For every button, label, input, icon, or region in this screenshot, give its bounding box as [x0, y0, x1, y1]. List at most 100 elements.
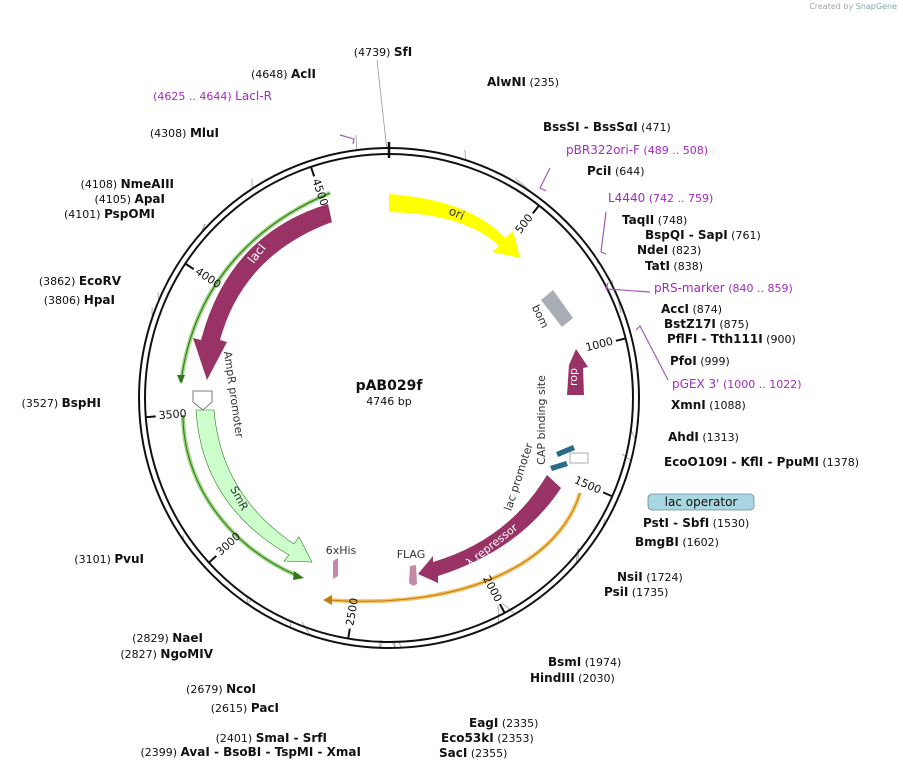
tick-mark	[615, 337, 626, 342]
site-label: (2679) NcoI	[186, 682, 256, 696]
6xhis-label: 6xHis	[326, 544, 357, 557]
site-leader-line	[497, 604, 500, 623]
site-leader-line	[575, 547, 579, 565]
tick-label: 4000	[193, 265, 224, 291]
flag-label: FLAG	[397, 548, 426, 561]
site-label: BspQI - SapI (761)	[645, 228, 761, 242]
primer-label: pRS-marker (840 .. 859)	[654, 281, 793, 295]
ori-arrow	[389, 194, 520, 258]
site-leader-line	[501, 602, 516, 615]
site-label: HindIII (2030)	[530, 671, 615, 685]
smr-arrow	[195, 409, 313, 563]
tick-mark	[208, 555, 217, 564]
tick-mark	[347, 628, 351, 639]
tick-mark	[309, 166, 316, 177]
site-label: AlwNI (235)	[487, 75, 559, 89]
ori-label: ori	[447, 204, 467, 223]
6xhis-box	[333, 558, 338, 579]
tick-mark	[602, 491, 613, 498]
site-label: BssSI - BssSαI (471)	[543, 120, 671, 134]
lambda-gene-arc-head	[323, 595, 332, 605]
cap-binding-box	[556, 445, 575, 457]
tick-mark	[532, 204, 540, 215]
bom-box	[541, 290, 573, 327]
site-label: (4101) PspOMI	[64, 207, 155, 221]
primer-label: pBR322ori-F (489 .. 508)	[566, 143, 708, 157]
site-label: (3806) HpaI	[44, 293, 115, 307]
tick-label: 1000	[584, 335, 614, 354]
site-label: (2829) NaeI	[132, 631, 203, 645]
site-label: EcoO109I - KflI - PpuMI (1378)	[664, 455, 859, 469]
site-label: PstI - SbfI (1530)	[643, 516, 749, 530]
primer-label: (4625 .. 4644) LacI-R	[153, 89, 272, 103]
primer-label: pGEX 3' (1000 .. 1022)	[672, 377, 802, 391]
site-label: TatI (838)	[645, 259, 703, 273]
tick-mark	[145, 415, 156, 419]
site-label: NdeI (823)	[637, 243, 701, 257]
cap-binding-label: CAP binding site	[535, 375, 548, 465]
tick-label: 3000	[214, 530, 243, 558]
primer-label: L4440 (742 .. 759)	[608, 191, 713, 205]
tick-label: 500	[513, 211, 536, 236]
site-label: (3101) PvuI	[74, 552, 144, 566]
tick-label: 2000	[480, 573, 505, 604]
ampr-promoter-arrow	[192, 390, 213, 411]
site-leader-line	[301, 621, 311, 636]
site-label: BsmI (1974)	[548, 655, 621, 669]
site-label: BstZ17I (875)	[664, 317, 749, 331]
site-leader-line	[376, 59, 388, 149]
lambda-repressor-label: λ repressor	[463, 521, 520, 570]
site-label: PflFI - Tth111I (900)	[667, 332, 796, 346]
tick-mark	[499, 603, 506, 614]
site-label: (4105) ApaI	[94, 192, 165, 206]
tick-mark	[184, 262, 195, 270]
tick-label: 2500	[343, 597, 361, 627]
lac-operator-marker	[569, 452, 589, 464]
site-label: BmgBI (1602)	[635, 535, 719, 549]
plasmid-length: 4746 bp	[366, 395, 411, 408]
site-label: (3862) EcoRV	[39, 274, 122, 288]
site-label: (4308) MluI	[150, 126, 219, 140]
site-label: PsiI (1735)	[604, 585, 668, 599]
site-label: (3527) BspHI	[22, 396, 101, 410]
site-label: (4648) AclI	[251, 67, 316, 81]
site-label: PciI (644)	[587, 164, 645, 178]
tick-label: 1500	[572, 473, 603, 496]
lac-operator-box	[647, 493, 755, 511]
tick-label: 3500	[158, 407, 187, 422]
site-leader-line	[630, 429, 636, 440]
site-label: (2401) SmaI - SrfI	[216, 731, 327, 745]
lacI-gene-arc-head	[177, 375, 185, 384]
credit-brand: SnapGene	[855, 2, 897, 11]
snapgene-credit: Created by SnapGene	[809, 2, 897, 11]
flag-box	[409, 565, 417, 586]
lambda-repressor-arrow	[418, 475, 561, 583]
laci-arrow	[193, 204, 332, 380]
site-label: AhdI (1313)	[668, 430, 739, 444]
lac-promoter-box	[550, 461, 568, 471]
site-label: EagI (2335)	[469, 716, 538, 730]
site-leader-line	[355, 134, 358, 151]
site-label: PfoI (999)	[670, 354, 730, 368]
rop-arrow	[567, 349, 588, 395]
site-label: TaqII (748)	[622, 213, 687, 227]
smr-gene-arc-edge	[182, 414, 299, 577]
site-label: (2827) NgoMIV	[120, 647, 213, 661]
site-label: (2399) AvaI - BsoBI - TspMI - XmaI	[140, 745, 361, 759]
plasmid-name: pAB029f	[356, 378, 424, 394]
site-label: (4108) NmeAIII	[81, 177, 174, 191]
site-label: Eco53kI (2353)	[441, 731, 534, 745]
lambda-gene-arc-edge	[327, 492, 581, 602]
credit-prefix: Created by	[809, 2, 854, 11]
site-label: XmnI (1088)	[671, 398, 746, 412]
site-label: (2615) PacI	[211, 701, 279, 715]
ampr-promoter-label: AmpR promoter	[221, 350, 246, 439]
rop-label: rop	[567, 368, 580, 386]
site-label: AccI (874)	[661, 302, 722, 316]
smr-gene-arc-head	[293, 571, 304, 580]
site-leader-line	[464, 149, 466, 161]
site-label: NsiI (1724)	[617, 570, 683, 584]
lac-operator-label: lac operator	[665, 495, 738, 509]
site-label: (4739) SfI	[354, 45, 412, 59]
